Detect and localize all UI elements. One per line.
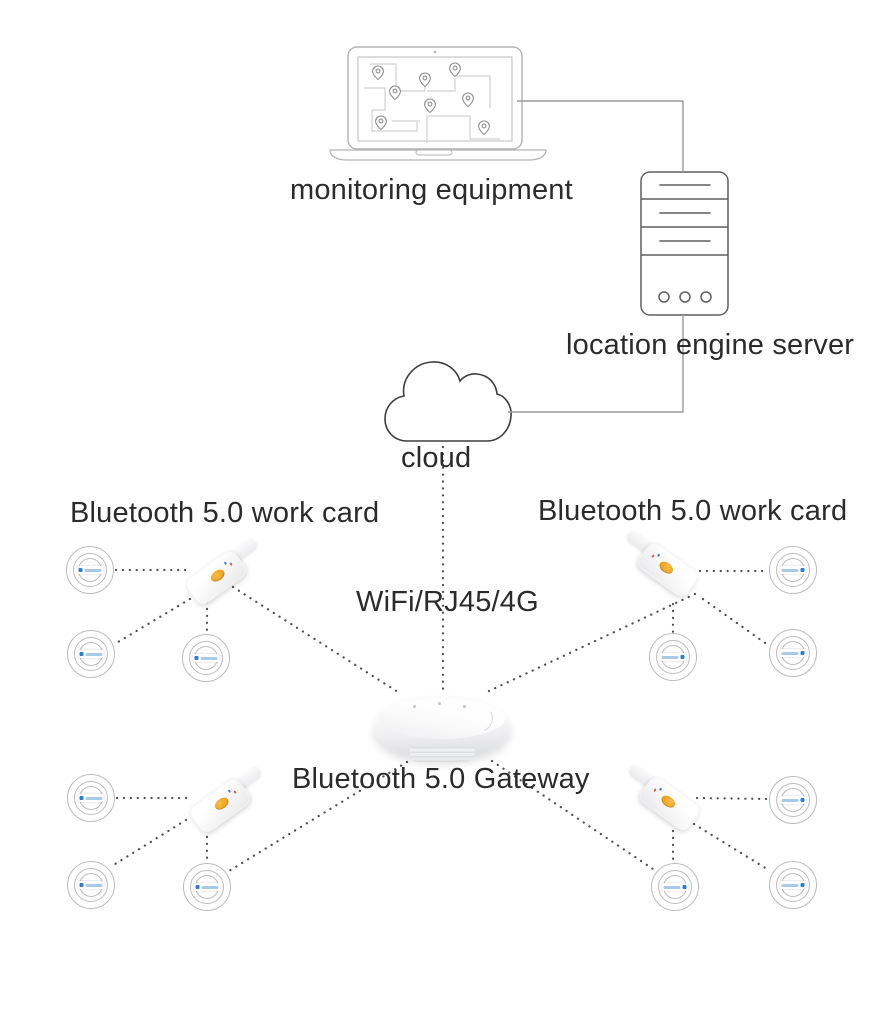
beacon-rings-icon: [769, 776, 817, 824]
link-card-beacon: [695, 796, 770, 801]
link-card-beacon: [692, 822, 769, 871]
link-card-gateway: [231, 585, 403, 696]
beacon-rings-icon: [651, 863, 699, 911]
label-location-engine-server: location engine server: [566, 329, 855, 361]
cloud-icon: [384, 361, 512, 442]
beacon-logo: [192, 654, 220, 662]
beacon-logo: [659, 653, 687, 661]
beacon-rings-icon: [67, 630, 115, 678]
beacon-logo: [77, 650, 105, 658]
laptop-map-monitor-icon: [329, 46, 547, 161]
gateway-dome-device: [374, 697, 510, 762]
link-card-beacon: [111, 597, 192, 647]
beacon-rings-icon: [67, 774, 115, 822]
gateway-vent: [409, 747, 475, 762]
beacon-rings-icon: [183, 863, 231, 911]
beacon-logo: [779, 881, 807, 889]
beacon-rings-icon: [769, 546, 817, 594]
beacon-logo: [779, 649, 807, 657]
beacon-rings-icon: [67, 861, 115, 909]
beacon-rings-icon: [649, 633, 697, 681]
beacon-logo: [77, 794, 105, 802]
label-connection-type: WiFi/RJ45/4G: [356, 586, 539, 618]
label-monitoring-equipment: monitoring equipment: [290, 174, 573, 206]
label-cloud: cloud: [401, 442, 472, 474]
link-card-beacon: [110, 818, 188, 868]
beacon-logo: [779, 566, 807, 574]
beacon-logo: [77, 881, 105, 889]
beacon-rings-icon: [182, 634, 230, 682]
link-gateway-beacon: [490, 759, 658, 873]
server-tower-icon: [640, 171, 729, 316]
label-work-card-left: Bluetooth 5.0 work card: [70, 497, 380, 529]
beacon-logo: [193, 883, 221, 891]
label-gateway: Bluetooth 5.0 Gateway: [292, 763, 590, 795]
link-gateway-beacon: [227, 760, 409, 873]
beacon-rings-icon: [66, 546, 114, 594]
link-server-cloud: [508, 315, 684, 413]
beacon-logo: [779, 796, 807, 804]
beacon-rings-icon: [769, 629, 817, 677]
beacon-logo: [661, 883, 689, 891]
link-laptop-server: [517, 100, 684, 172]
label-work-card-right: Bluetooth 5.0 work card: [538, 495, 848, 527]
beacon-rings-icon: [769, 861, 817, 909]
link-card-beacon: [701, 597, 770, 647]
beacon-logo: [76, 566, 104, 574]
